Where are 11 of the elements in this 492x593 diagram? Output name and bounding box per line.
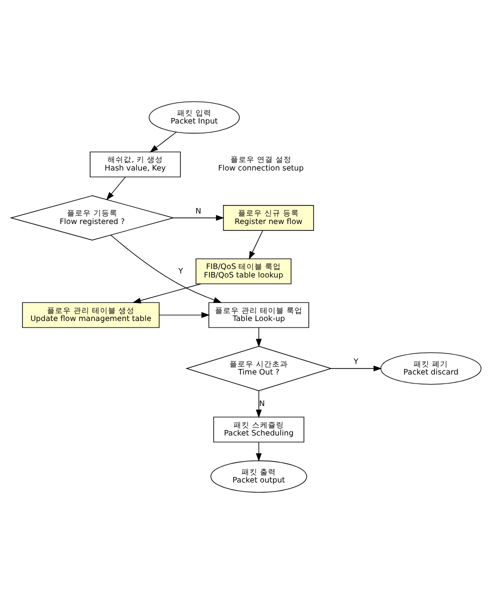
- arrow: [132, 283, 202, 303]
- arrow: [256, 390, 262, 418]
- arrow: [248, 230, 264, 260]
- arrow: [256, 326, 262, 347]
- arrow: [106, 176, 126, 200]
- arrow: [110, 234, 222, 302]
- arrow: [330, 365, 382, 371]
- arrow: [173, 214, 224, 220]
- arrow: [256, 441, 262, 462]
- arrow: [159, 312, 210, 318]
- arrow: [150, 131, 177, 152]
